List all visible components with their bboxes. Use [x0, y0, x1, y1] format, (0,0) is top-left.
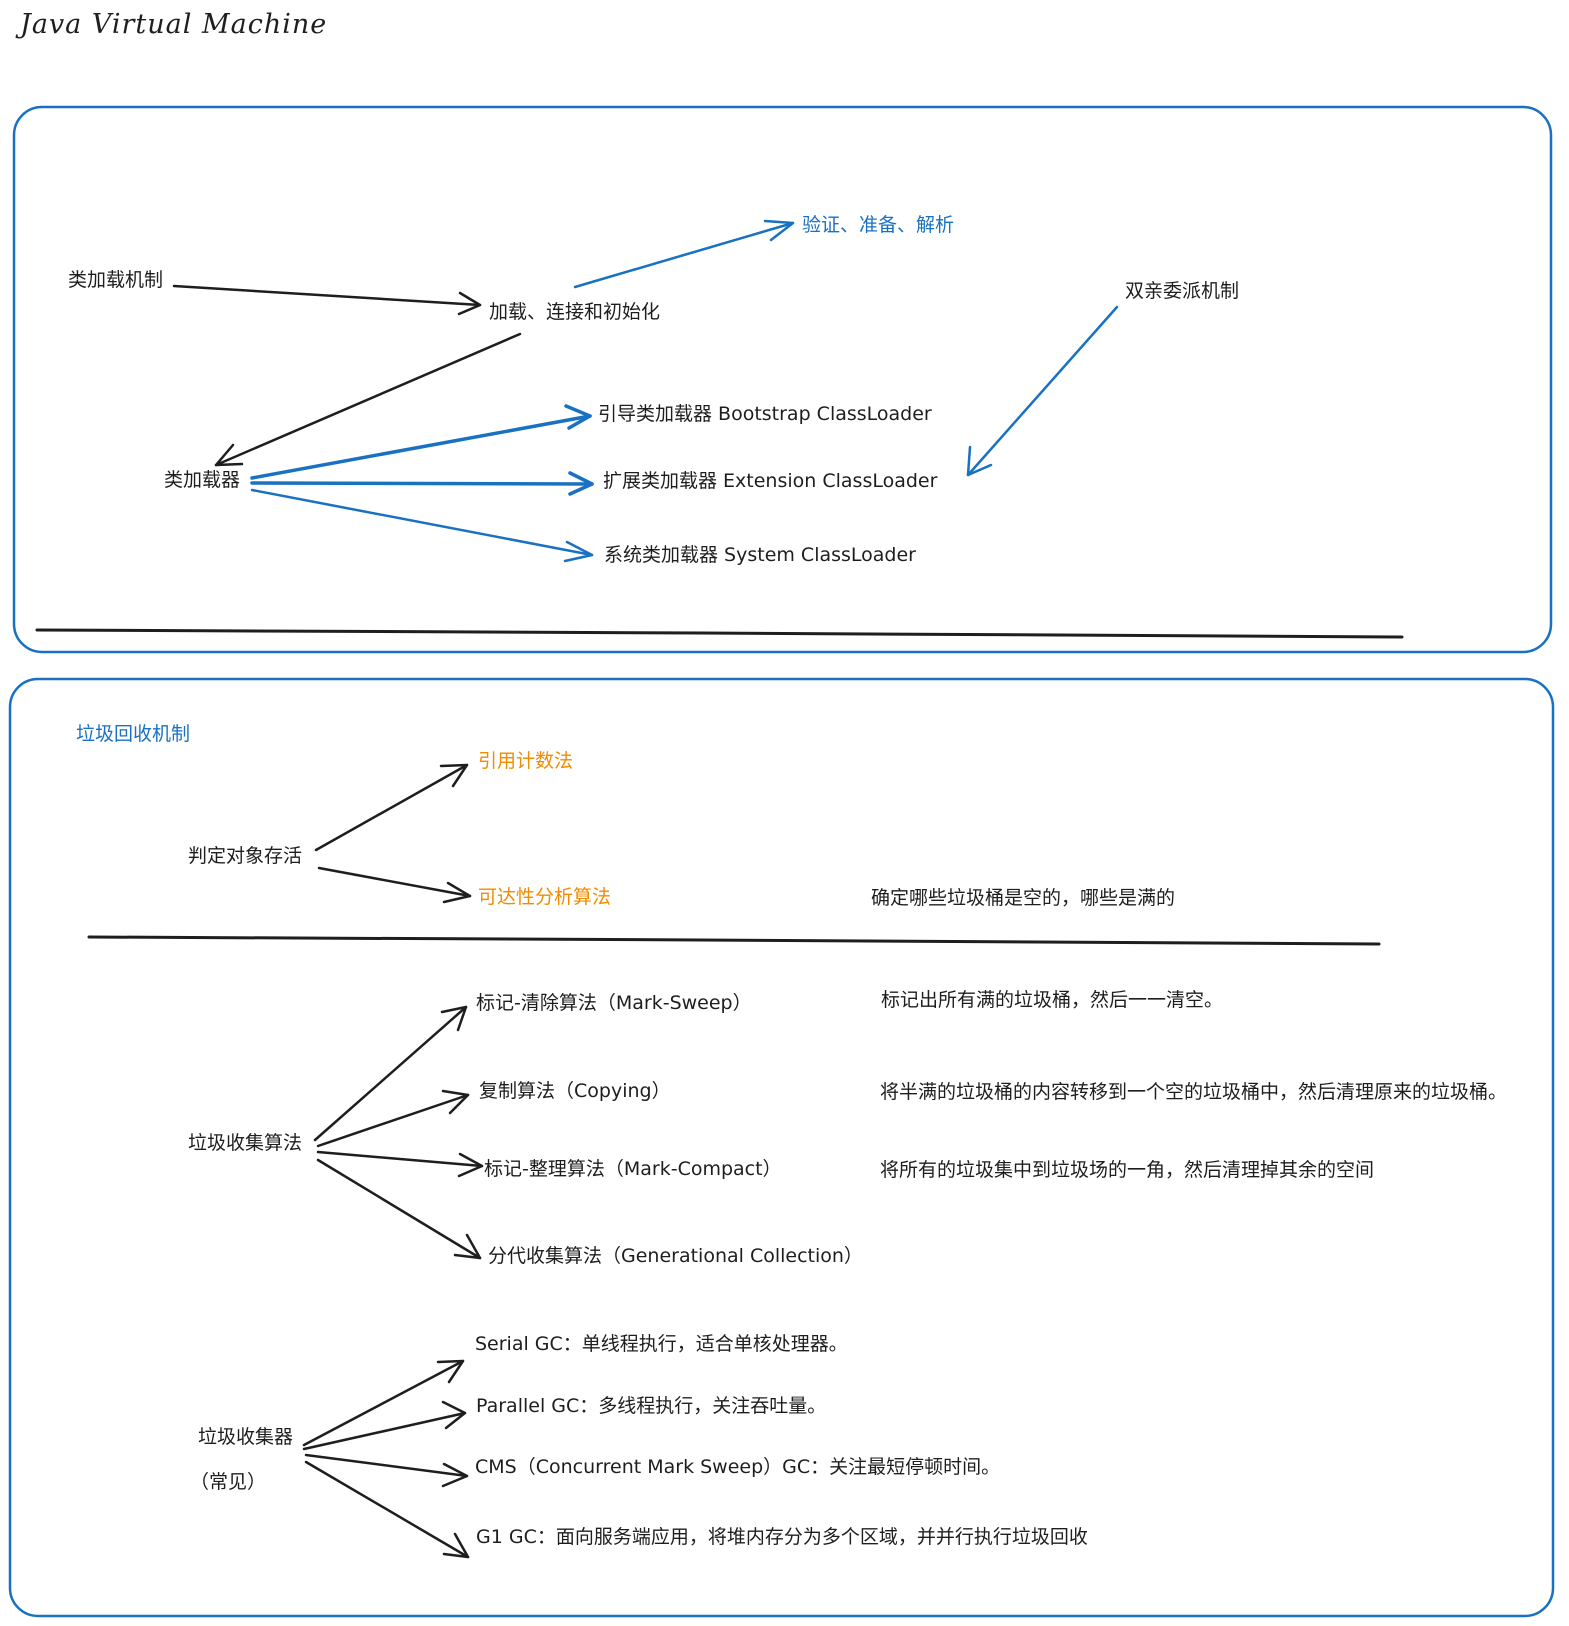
arrow-mechanism-to-phase [172, 284, 482, 316]
arrow-liveness-to-reachability [317, 866, 472, 904]
class-loader-label: 类加载器 [164, 469, 240, 491]
arrow-liveness-to-refcount [314, 763, 469, 852]
algorithm-mark-compact: 标记-整理算法（Mark-Compact） [484, 1158, 782, 1180]
gc-collectors-sub: （常见） [190, 1471, 266, 1493]
collector-cms: CMS（Concurrent Mark Sweep）GC：关注最短停顿时间。 [475, 1456, 1000, 1478]
arrow-collectors-to-g1 [304, 1460, 470, 1559]
divider-gc [87, 935, 1381, 946]
algorithm-mark-sweep-note: 标记出所有满的垃圾桶，然后一一清空。 [881, 989, 1223, 1011]
arrow-algorithms-to-copying [316, 1089, 470, 1148]
algorithm-generational: 分代收集算法（Generational Collection） [488, 1245, 863, 1267]
gc-algorithms-label: 垃圾收集算法 [188, 1132, 302, 1154]
algorithm-mark-compact-note: 将所有的垃圾集中到垃圾场的一角，然后清理掉其余的空间 [880, 1159, 1374, 1181]
algorithm-mark-sweep: 标记-清除算法（Mark-Sweep） [476, 992, 752, 1014]
algorithm-copying: 复制算法（Copying） [479, 1080, 671, 1102]
ref-counting-label: 引用计数法 [478, 750, 573, 772]
arrow-delegation-to-loaders [966, 305, 1119, 477]
arrow-collectors-to-cms [304, 1453, 469, 1488]
liveness-label: 判定对象存活 [188, 845, 302, 867]
bootstrap-loader-label: 引导类加载器 Bootstrap ClassLoader [598, 403, 932, 425]
divider-class-loading [35, 628, 1404, 639]
arrow-loader-to-extension [250, 471, 594, 496]
sub-phases-label: 验证、准备、解析 [802, 214, 954, 236]
collector-serial: Serial GC：单线程执行，适合单核处理器。 [475, 1333, 848, 1355]
system-loader-label: 系统类加载器 System ClassLoader [604, 544, 916, 566]
collector-parallel: Parallel GC：多线程执行，关注吞吐量。 [476, 1395, 826, 1417]
arrow-phase-to-class-loader [214, 332, 522, 467]
gc-collectors-label: 垃圾收集器 [198, 1426, 293, 1448]
gc-mechanism-label: 垃圾回收机制 [76, 723, 190, 745]
arrow-algorithms-to-mark-compact [316, 1150, 484, 1178]
arrow-algorithms-to-mark-sweep [313, 1005, 468, 1142]
arrow-algorithms-to-generational [316, 1158, 482, 1260]
arrow-collectors-to-parallel [302, 1400, 467, 1451]
diagram-title: Java Virtual Machine [15, 9, 327, 40]
class-loading-mechanism-label: 类加载机制 [68, 269, 163, 291]
algorithm-copying-note: 将半满的垃圾桶的内容转移到一个空的垃圾桶中，然后清理原来的垃圾桶。 [880, 1081, 1507, 1103]
arrow-loader-to-system [250, 488, 594, 563]
arrow-collectors-to-serial [302, 1359, 465, 1447]
arrow-loader-to-bootstrap [250, 404, 592, 480]
collector-g1: G1 GC：面向服务端应用，将堆内存分为多个区域，并并行执行垃圾回收 [476, 1526, 1088, 1548]
gc-frame [8, 677, 1555, 1618]
extension-loader-label: 扩展类加载器 Extension ClassLoader [603, 470, 938, 492]
class-loading-frame [12, 105, 1553, 654]
arrow-phase-to-subphases [573, 219, 795, 289]
reachability-note: 确定哪些垃圾桶是空的，哪些是满的 [871, 887, 1175, 909]
loading-phase-label: 加载、连接和初始化 [489, 301, 660, 323]
parent-delegation-label: 双亲委派机制 [1125, 280, 1239, 302]
reachability-label: 可达性分析算法 [478, 886, 611, 908]
